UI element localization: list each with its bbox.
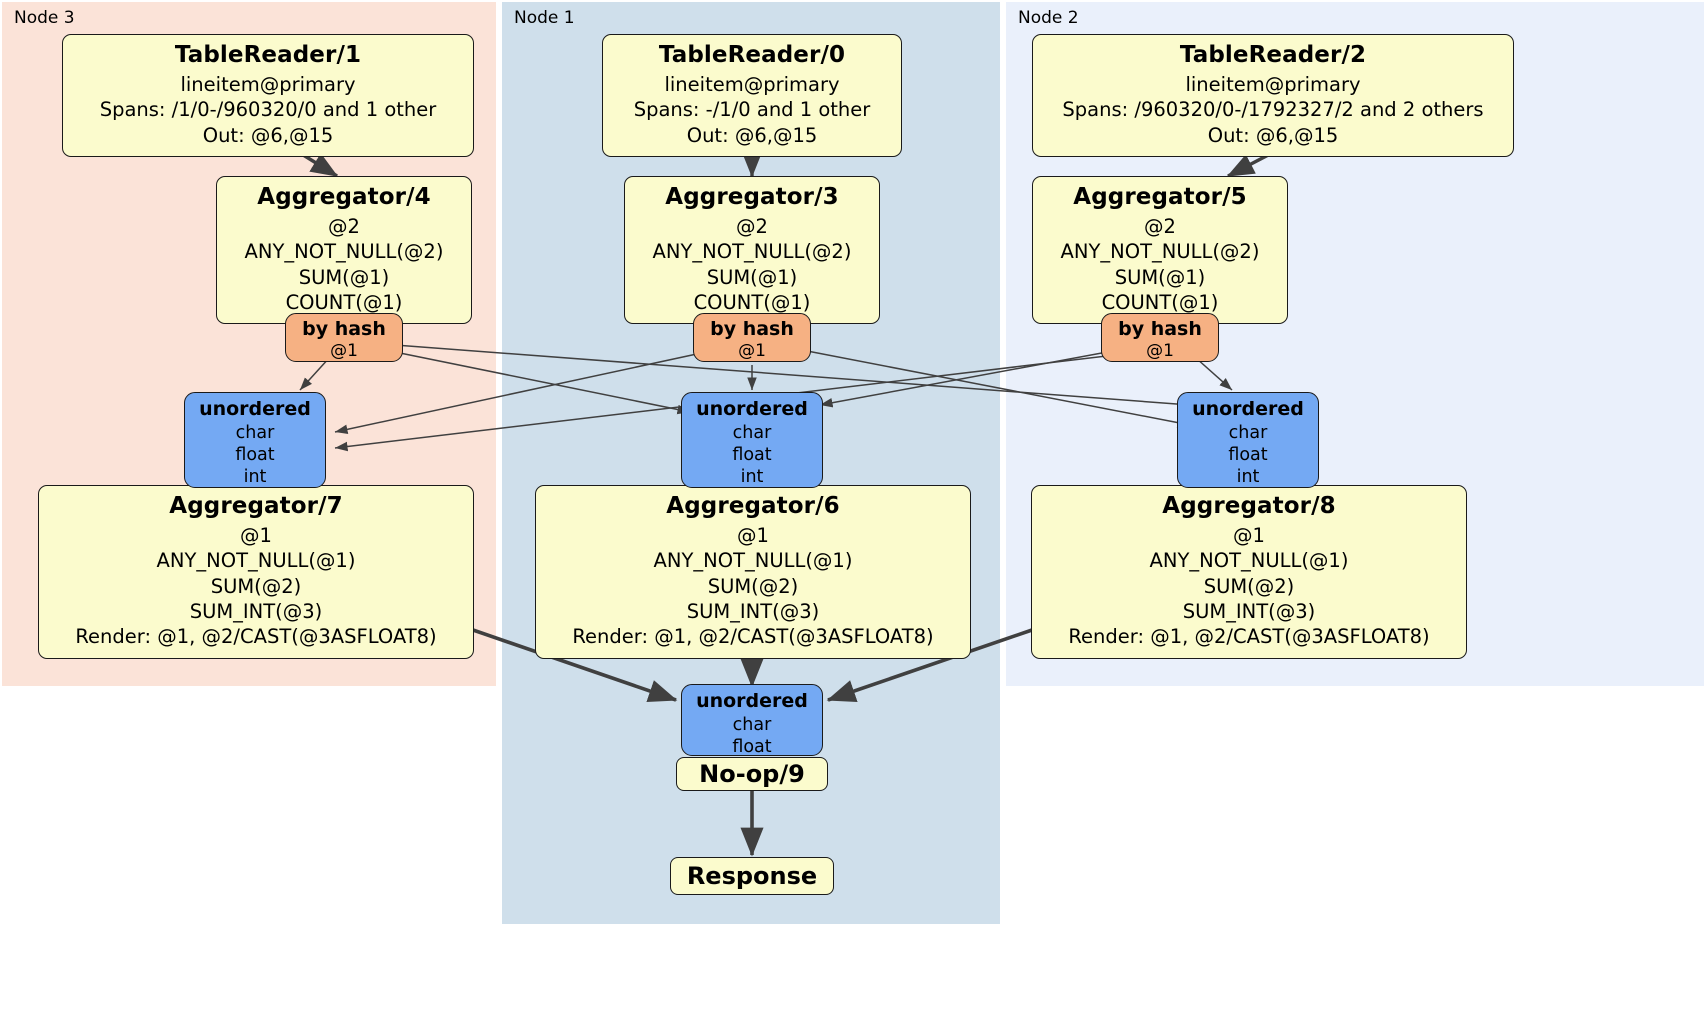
processor-title: Aggregator/6 <box>666 493 840 519</box>
synchronizer-unordered-node1[interactable]: unordered char float int <box>681 392 823 488</box>
processor-aggregator-5[interactable]: Aggregator/5 @2 ANY_NOT_NULL(@2) SUM(@1)… <box>1032 176 1288 325</box>
synchronizer-line: float <box>732 444 772 465</box>
processor-line: SUM_INT(@3) <box>189 599 323 623</box>
processor-title: Aggregator/3 <box>665 184 839 210</box>
processor-title: TableReader/2 <box>1179 42 1367 68</box>
processor-line: @2 <box>1144 214 1176 238</box>
processor-aggregator-3[interactable]: Aggregator/3 @2 ANY_NOT_NULL(@2) SUM(@1)… <box>624 176 880 325</box>
processor-line: Out: @6,@15 <box>1207 123 1339 147</box>
synchronizer-line: int <box>243 467 267 488</box>
router-line: @1 <box>1146 341 1174 362</box>
synchronizer-line: char <box>732 422 772 443</box>
synchronizer-line: float <box>732 736 772 757</box>
synchronizer-line: float <box>1228 444 1268 465</box>
processor-line: lineitem@primary <box>664 72 840 96</box>
processor-line: @2 <box>736 214 768 238</box>
processor-line: Spans: /960320/0-/1792327/2 and 2 others <box>1062 98 1484 122</box>
synchronizer-line: float <box>235 444 275 465</box>
synchronizer-title: unordered <box>696 398 808 420</box>
processor-line: Spans: /1/0-/960320/0 and 1 other <box>99 98 437 122</box>
processor-tablereader-0[interactable]: TableReader/0 lineitem@primary Spans: -/… <box>602 34 902 157</box>
router-by-hash-node2[interactable]: by hash @1 <box>1101 313 1219 362</box>
processor-title: Aggregator/5 <box>1073 184 1247 210</box>
processor-line: Render: @1, @2/CAST(@3ASFLOAT8) <box>1068 625 1430 649</box>
processor-tablereader-1[interactable]: TableReader/1 lineitem@primary Spans: /1… <box>62 34 474 157</box>
processor-line: Out: @6,@15 <box>686 123 818 147</box>
synchronizer-unordered-final[interactable]: unordered char float <box>681 684 823 757</box>
router-by-hash-node3[interactable]: by hash @1 <box>285 313 403 362</box>
processor-line: ANY_NOT_NULL(@2) <box>652 240 852 264</box>
synchronizer-unordered-node3[interactable]: unordered char float int <box>184 392 326 488</box>
processor-aggregator-4[interactable]: Aggregator/4 @2 ANY_NOT_NULL(@2) SUM(@1)… <box>216 176 472 325</box>
processor-line: SUM(@1) <box>298 265 390 289</box>
processor-line: SUM(@2) <box>1203 574 1295 598</box>
processor-noop-9[interactable]: No-op/9 <box>676 757 828 791</box>
synchronizer-line: char <box>235 422 275 443</box>
processor-line: Out: @6,@15 <box>202 123 334 147</box>
processor-line: SUM_INT(@3) <box>1182 599 1316 623</box>
processor-title: TableReader/1 <box>174 42 362 68</box>
processor-title: Aggregator/7 <box>169 493 343 519</box>
processor-title: Aggregator/4 <box>257 184 431 210</box>
processor-line: Render: @1, @2/CAST(@3ASFLOAT8) <box>75 625 437 649</box>
router-title: by hash <box>302 318 386 340</box>
node-panel-label-node2: Node 2 <box>1018 8 1079 28</box>
processor-line: SUM(@1) <box>1114 265 1206 289</box>
processor-line: SUM_INT(@3) <box>686 599 820 623</box>
synchronizer-line: char <box>732 714 772 735</box>
processor-line: ANY_NOT_NULL(@1) <box>156 549 356 573</box>
synchronizer-title: unordered <box>696 690 808 712</box>
processor-line: ANY_NOT_NULL(@2) <box>1060 240 1260 264</box>
processor-tablereader-2[interactable]: TableReader/2 lineitem@primary Spans: /9… <box>1032 34 1514 157</box>
router-by-hash-node1[interactable]: by hash @1 <box>693 313 811 362</box>
synchronizer-title: unordered <box>199 398 311 420</box>
processor-line: Spans: -/1/0 and 1 other <box>633 98 871 122</box>
processor-title: No-op/9 <box>699 760 805 788</box>
synchronizer-line: char <box>1228 422 1268 443</box>
processor-line: COUNT(@1) <box>693 290 811 314</box>
processor-line: COUNT(@1) <box>1101 290 1219 314</box>
processor-line: @1 <box>737 523 769 547</box>
processor-line: @1 <box>240 523 272 547</box>
processor-title: Response <box>686 862 818 890</box>
processor-line: ANY_NOT_NULL(@1) <box>1149 549 1349 573</box>
processor-aggregator-8[interactable]: Aggregator/8 @1 ANY_NOT_NULL(@1) SUM(@2)… <box>1031 485 1467 659</box>
processor-line: lineitem@primary <box>180 72 356 96</box>
synchronizer-title: unordered <box>1192 398 1304 420</box>
router-line: @1 <box>738 341 766 362</box>
processor-title: Aggregator/8 <box>1162 493 1336 519</box>
processor-line: @2 <box>328 214 360 238</box>
processor-response[interactable]: Response <box>670 857 834 895</box>
synchronizer-unordered-node2[interactable]: unordered char float int <box>1177 392 1319 488</box>
processor-title: TableReader/0 <box>658 42 846 68</box>
processor-line: ANY_NOT_NULL(@1) <box>653 549 853 573</box>
node-panel-label-node1: Node 1 <box>514 8 575 28</box>
processor-line: lineitem@primary <box>1185 72 1361 96</box>
router-title: by hash <box>710 318 794 340</box>
processor-line: ANY_NOT_NULL(@2) <box>244 240 444 264</box>
processor-line: SUM(@2) <box>707 574 799 598</box>
node-panel-label-node3: Node 3 <box>14 8 75 28</box>
processor-line: @1 <box>1233 523 1265 547</box>
processor-line: SUM(@1) <box>706 265 798 289</box>
processor-line: Render: @1, @2/CAST(@3ASFLOAT8) <box>572 625 934 649</box>
processor-aggregator-6[interactable]: Aggregator/6 @1 ANY_NOT_NULL(@1) SUM(@2)… <box>535 485 971 659</box>
synchronizer-line: int <box>740 467 764 488</box>
processor-line: SUM(@2) <box>210 574 302 598</box>
synchronizer-line: int <box>1236 467 1260 488</box>
processor-aggregator-7[interactable]: Aggregator/7 @1 ANY_NOT_NULL(@1) SUM(@2)… <box>38 485 474 659</box>
processor-line: COUNT(@1) <box>285 290 403 314</box>
router-title: by hash <box>1118 318 1202 340</box>
router-line: @1 <box>330 341 358 362</box>
